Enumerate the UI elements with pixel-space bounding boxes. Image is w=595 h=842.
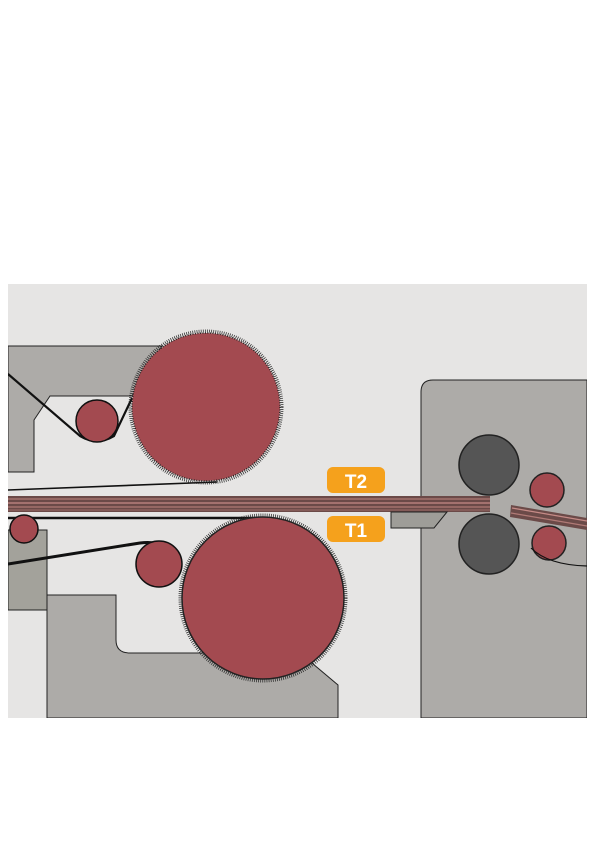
upper-main-roller-fur [128, 329, 284, 485]
lower-guide-roller [135, 540, 183, 588]
guide-plate [390, 511, 449, 529]
label-t2-text: T2 [345, 472, 367, 493]
right-upper-roller [529, 472, 565, 508]
lower-nip-roller [458, 513, 520, 575]
exit-sheet [510, 505, 587, 530]
label-t1-text: T1 [345, 521, 368, 542]
right-lower-web [530, 547, 587, 567]
laminated-sheet [8, 496, 490, 512]
lower-main-roller [181, 516, 345, 680]
right-lower-roller [531, 525, 567, 561]
upper-guide-roller [75, 399, 119, 443]
upper-main-roller [131, 332, 281, 482]
left-small-roller [9, 514, 39, 544]
label-t1: T1 [327, 516, 385, 542]
upper-nip-roller [458, 434, 520, 496]
label-t2: T2 [327, 467, 385, 493]
upper-web-to-laminate [8, 481, 218, 491]
lower-main-roller-fur [178, 513, 348, 683]
